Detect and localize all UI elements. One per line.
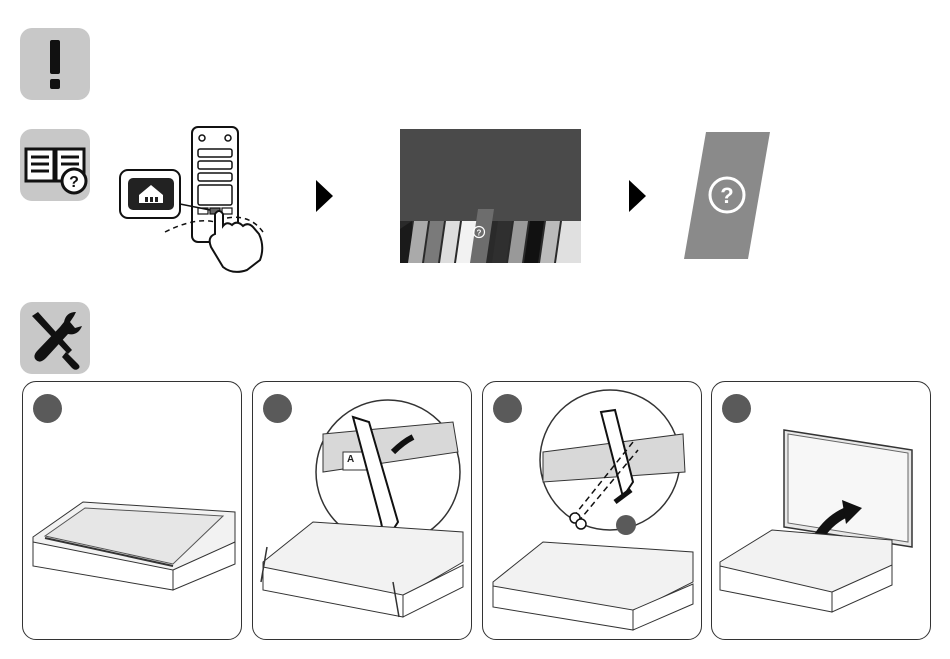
warning-tile	[20, 28, 90, 100]
home-button	[128, 178, 174, 210]
tv-in-box-illustration	[23, 482, 241, 592]
lift-tv-illustration	[712, 382, 930, 637]
exclamation-icon	[20, 28, 90, 100]
step-panel-1	[22, 381, 242, 640]
next-arrow-1	[316, 180, 333, 212]
tools-tile	[20, 302, 90, 374]
step-panel-3	[482, 381, 702, 640]
manual-tile: ?	[20, 129, 90, 201]
step-badge-1	[33, 394, 62, 423]
manual-help-icon: ?	[20, 129, 90, 201]
tv-home-screen: ?	[400, 129, 581, 263]
step-panel-2: A	[252, 381, 472, 640]
stand-insert-illustration	[253, 382, 471, 637]
screwdriver-wrench-icon	[20, 302, 90, 374]
next-arrow-2	[629, 180, 646, 212]
svg-text:?: ?	[477, 229, 482, 238]
help-card: ?	[684, 132, 770, 259]
svg-text:?: ?	[69, 174, 79, 191]
step-panel-4	[711, 381, 931, 640]
home-icon	[128, 178, 174, 210]
stand-label-a: A	[347, 454, 354, 465]
help-symbol: ?	[720, 183, 733, 208]
screw-fasten-illustration	[483, 382, 701, 637]
